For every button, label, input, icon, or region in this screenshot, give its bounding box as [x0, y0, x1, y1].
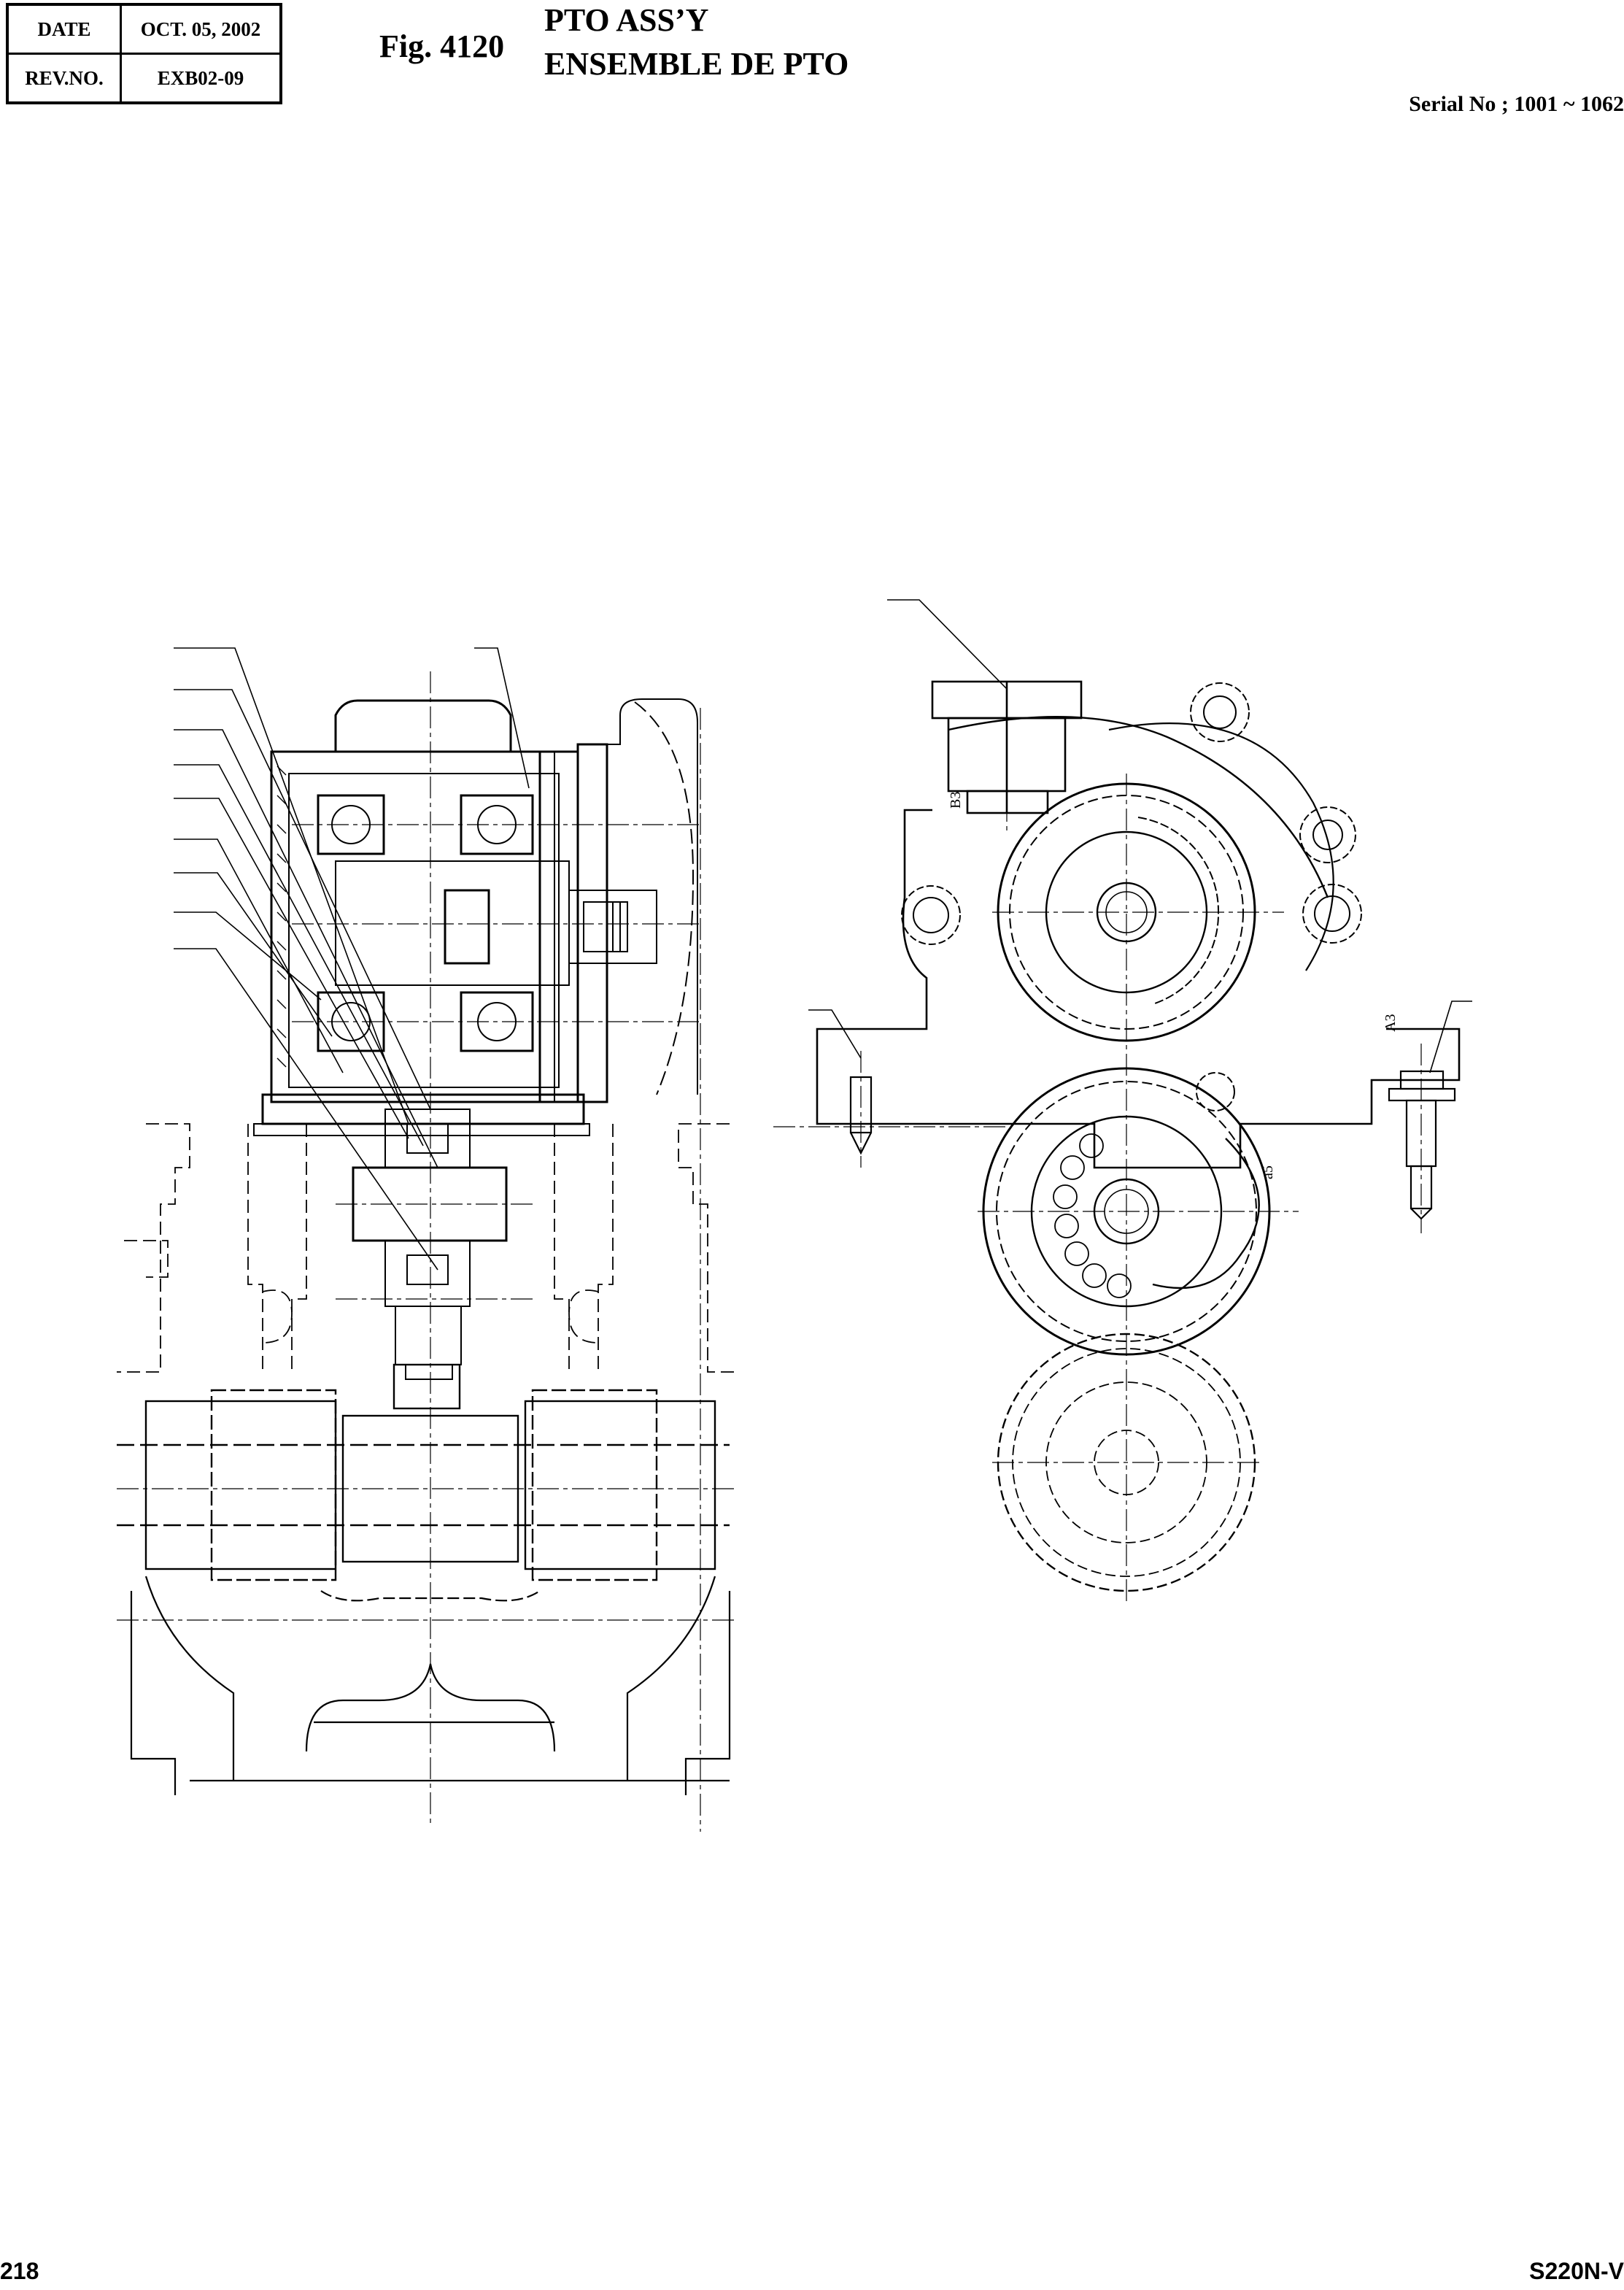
title-english: PTO ASS’Y	[544, 2, 709, 38]
label-a3: A3	[1383, 1014, 1399, 1032]
upper-bearings	[317, 794, 534, 1052]
model-code: S220N-V	[1529, 2258, 1624, 2284]
right-gear-view	[773, 599, 1472, 1605]
serial-range: Serial No ; 1001 ~ 1062	[1409, 92, 1624, 116]
leader-lines-left	[174, 647, 530, 1271]
left-section-view	[117, 647, 737, 1832]
date-label: DATE	[6, 3, 122, 55]
revision-info-table: DATE OCT. 05, 2002 REV.NO. EXB02-09	[6, 3, 282, 104]
bolts	[901, 682, 1362, 1111]
label-b3: B3	[948, 792, 964, 809]
revision-label: REV.NO.	[6, 53, 122, 104]
crank-webs	[130, 1576, 731, 1795]
center-lines-left	[117, 671, 737, 1832]
cylinder-blocks	[117, 1363, 730, 1581]
date-value: OCT. 05, 2002	[120, 3, 282, 55]
crankcase-outline	[117, 1123, 737, 1373]
center-lines-right	[773, 730, 1422, 1605]
drawing-labels: B3 A3 a5	[948, 792, 1399, 1179]
revision-row: REV.NO. EXB02-09	[6, 53, 282, 104]
title-french: ENSEMBLE DE PTO	[544, 46, 849, 82]
revision-value: EXB02-09	[120, 53, 282, 104]
figure-number: Fig. 4120	[379, 28, 505, 64]
date-row: DATE OCT. 05, 2002	[6, 3, 282, 55]
label-a5: a5	[1260, 1165, 1276, 1179]
roller-bearing	[1053, 1133, 1132, 1298]
page-number: 218	[0, 2258, 39, 2284]
